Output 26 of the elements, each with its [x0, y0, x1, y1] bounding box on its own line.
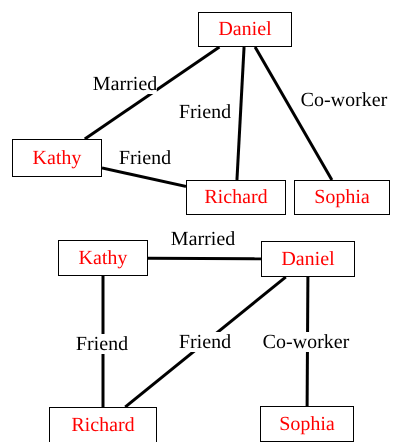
- person-name: Kathy: [32, 146, 82, 170]
- connector-line: [124, 276, 287, 408]
- edge-label: Friend: [76, 334, 128, 354]
- person-name: Richard: [204, 186, 268, 209]
- person-name: Kathy: [78, 246, 128, 270]
- name-box: [186, 180, 286, 215]
- connector-line: [235, 46, 246, 180]
- connector-line: [84, 46, 220, 140]
- edge-label: Co-worker: [262, 332, 350, 352]
- name-box: [12, 139, 102, 177]
- connector-line: [102, 166, 186, 188]
- name-box: [198, 12, 292, 47]
- edge-label: Married: [92, 74, 158, 94]
- person-name: Daniel: [218, 18, 272, 41]
- person-name: Richard: [71, 414, 135, 436]
- person-name: Sophia: [314, 186, 370, 209]
- connector-line: [254, 46, 334, 181]
- name-box: [58, 240, 148, 276]
- connector-line: [148, 256, 261, 260]
- person-name: Daniel: [281, 248, 335, 270]
- name-box: [261, 241, 355, 277]
- name-box: [294, 180, 390, 215]
- name-box: [49, 407, 157, 442]
- person-name: Sophia: [279, 412, 335, 436]
- edge-label: Friend: [178, 332, 232, 352]
- name-box: [260, 406, 354, 442]
